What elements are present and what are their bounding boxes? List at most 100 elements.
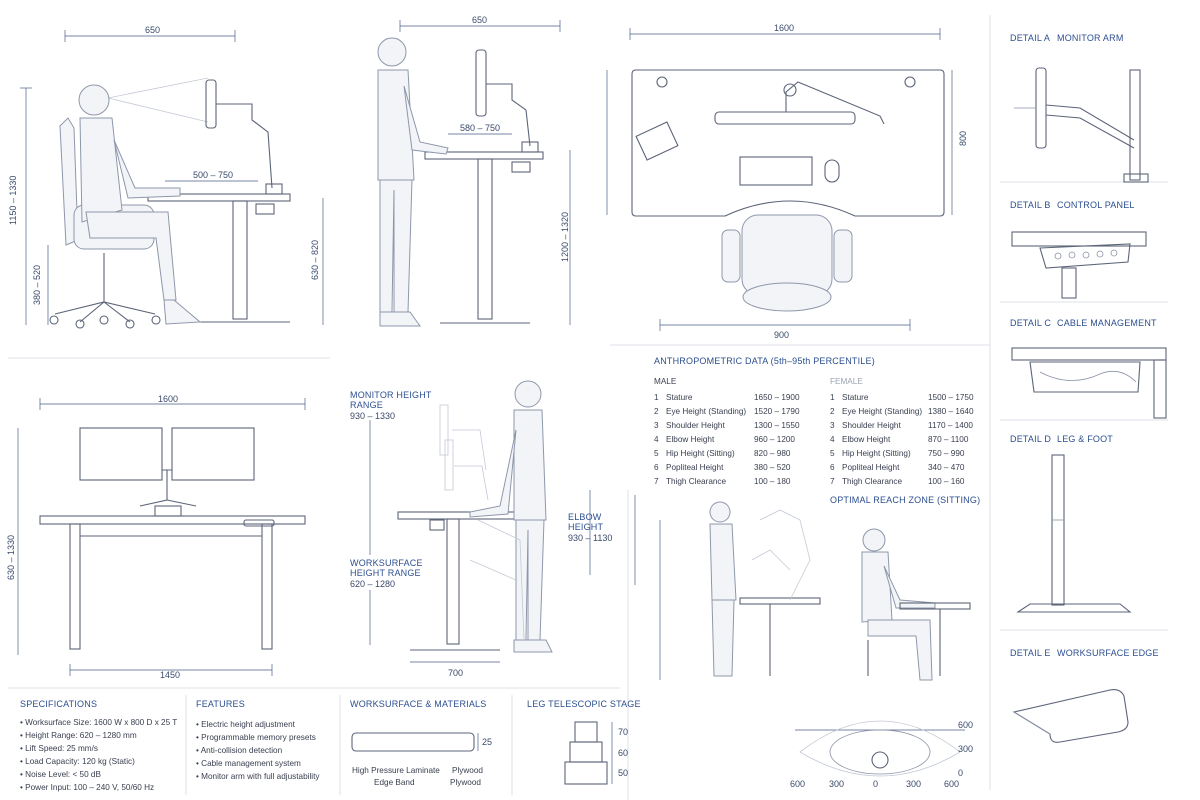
detail-c: DETAIL C CABLE MANAGEMENT [1010, 318, 1167, 419]
row-label: Popliteal Height [666, 463, 724, 472]
stage-value-2: 50 [618, 768, 628, 778]
standing-width-dim: 650 [472, 15, 487, 25]
row-value: 870 – 1100 [928, 435, 969, 444]
reach-right-tick-1: 300 [958, 744, 973, 754]
row-label: Hip Height (Sitting) [842, 449, 911, 458]
material-label-1: High Pressure Laminate [352, 766, 440, 775]
feature-item: • Electric height adjustment [196, 720, 296, 729]
standing-screen-dim: 580 – 750 [460, 123, 500, 133]
detail-d: DETAIL D LEG & FOOT [1010, 434, 1132, 613]
male-label: MALE [654, 377, 677, 386]
row-number: 2 [830, 407, 835, 416]
feature-item: • Cable management system [196, 759, 301, 768]
detail-c-name: CABLE MANAGEMENT [1057, 318, 1157, 328]
monitor-height-title: MONITOR HEIGHT [350, 390, 432, 400]
row-value: 100 – 160 [928, 477, 965, 486]
sitting-side-view: 650 1150 – 1330 380 – 520 630 – 820 500 … [8, 25, 324, 329]
row-value: 820 – 980 [754, 449, 791, 458]
material-label-2: Edge Band [374, 778, 415, 787]
row-number: 5 [830, 449, 835, 458]
anthro-row: 6 Popliteal Height 380 – 520 [654, 463, 791, 472]
side-adjustment-view: MONITOR HEIGHT RANGE 930 – 1330 ELBOW HE… [350, 380, 612, 678]
specs-title: SPECIFICATIONS [20, 699, 97, 709]
thickness-dim: 25 [482, 737, 492, 747]
row-label: Stature [666, 393, 693, 402]
reach-tick-0: 600 [790, 779, 805, 789]
detail-c-id: DETAIL C [1010, 318, 1051, 328]
sitting-width-dim: 650 [145, 25, 160, 35]
row-value: 1300 – 1550 [754, 421, 800, 430]
sitting-total-height-dim: 1150 – 1330 [8, 176, 18, 225]
separators [8, 15, 1168, 800]
detail-e-name: WORKSURFACE EDGE [1057, 648, 1159, 658]
row-number: 2 [654, 407, 659, 416]
row-number: 1 [830, 393, 835, 402]
detail-d-name: LEG & FOOT [1057, 434, 1113, 444]
row-value: 1650 – 1900 [754, 393, 800, 402]
stage-value-1: 60 [618, 748, 628, 758]
detail-a: DETAIL A MONITOR ARM [1010, 33, 1149, 183]
details-column: DETAIL A MONITOR ARM DETAIL B CONTROL PA… [1010, 33, 1167, 743]
row-label: Stature [842, 393, 869, 402]
anthropometric-data: ANTHROPOMETRIC DATA (5th–95th PERCENTILE… [654, 356, 980, 505]
reach-tick-1: 300 [829, 779, 844, 789]
row-number: 6 [654, 463, 659, 472]
leg-stage-block: LEG TELESCOPIC STAGE 70 60 50 [527, 699, 641, 785]
materials-title: WORKSURFACE & MATERIALS [350, 699, 486, 709]
row-label: Shoulder Height [666, 421, 725, 430]
row-value: 1520 – 1790 [754, 407, 800, 416]
material-label-3: Plywood [452, 766, 483, 775]
material-label-4: Plywood [450, 778, 481, 787]
spec-item: • Power Input: 100 – 240 V, 50/60 Hz [20, 783, 154, 792]
spec-item: • Lift Speed: 25 mm/s [20, 744, 98, 753]
detail-e-id: DETAIL E [1010, 648, 1051, 658]
elbow-height-title: ELBOW [568, 512, 602, 522]
row-value: 340 – 470 [928, 463, 965, 472]
spec-item: • Load Capacity: 120 kg (Static) [20, 757, 135, 766]
row-label: Shoulder Height [842, 421, 901, 430]
row-label: Eye Height (Standing) [842, 407, 922, 416]
specifications-block: SPECIFICATIONS • Worksurface Size: 1600 … [20, 699, 177, 792]
standing-height-dim: 1200 – 1320 [560, 212, 570, 262]
monitor-height-title2: RANGE [350, 400, 383, 410]
row-label: Hip Height (Sitting) [666, 449, 735, 458]
reach-zone-illustration: 600 300 0 300 600 600 300 0 [634, 495, 973, 789]
front-width-dim: 1600 [158, 394, 178, 404]
feature-item: • Anti-collision detection [196, 746, 283, 755]
detail-a-id: DETAIL A [1010, 33, 1050, 43]
anthro-title: ANTHROPOMETRIC DATA (5th–95th PERCENTILE… [654, 356, 875, 366]
row-number: 4 [830, 435, 835, 444]
row-label: Eye Height (Standing) [666, 407, 746, 416]
plan-view: 1600 800 900 [606, 23, 968, 340]
detail-a-name: MONITOR ARM [1057, 33, 1124, 43]
monitor-height-value: 930 – 1330 [350, 411, 395, 421]
row-number: 3 [830, 421, 835, 430]
features-title: FEATURES [196, 699, 245, 709]
row-value: 100 – 180 [754, 477, 791, 486]
plan-chair-dim: 900 [774, 330, 789, 340]
row-value: 380 – 520 [754, 463, 791, 472]
detail-e: DETAIL E WORKSURFACE EDGE [1010, 648, 1159, 743]
row-label: Popliteal Height [842, 463, 900, 472]
reach-zone-title: OPTIMAL REACH ZONE (SITTING) [830, 495, 980, 505]
reach-right-tick-2: 0 [958, 768, 963, 778]
row-number: 3 [654, 421, 659, 430]
sitting-chair-height-dim: 380 – 520 [32, 265, 42, 305]
row-label: Thigh Clearance [666, 477, 727, 486]
front-height-dim: 630 – 1330 [6, 535, 16, 580]
row-value: 750 – 990 [928, 449, 965, 458]
front-base-dim: 1450 [160, 670, 180, 680]
worksurface-height-title2: HEIGHT RANGE [350, 568, 421, 578]
anthro-row: 2 Eye Height (Standing) 1520 – 1790 [654, 407, 800, 416]
